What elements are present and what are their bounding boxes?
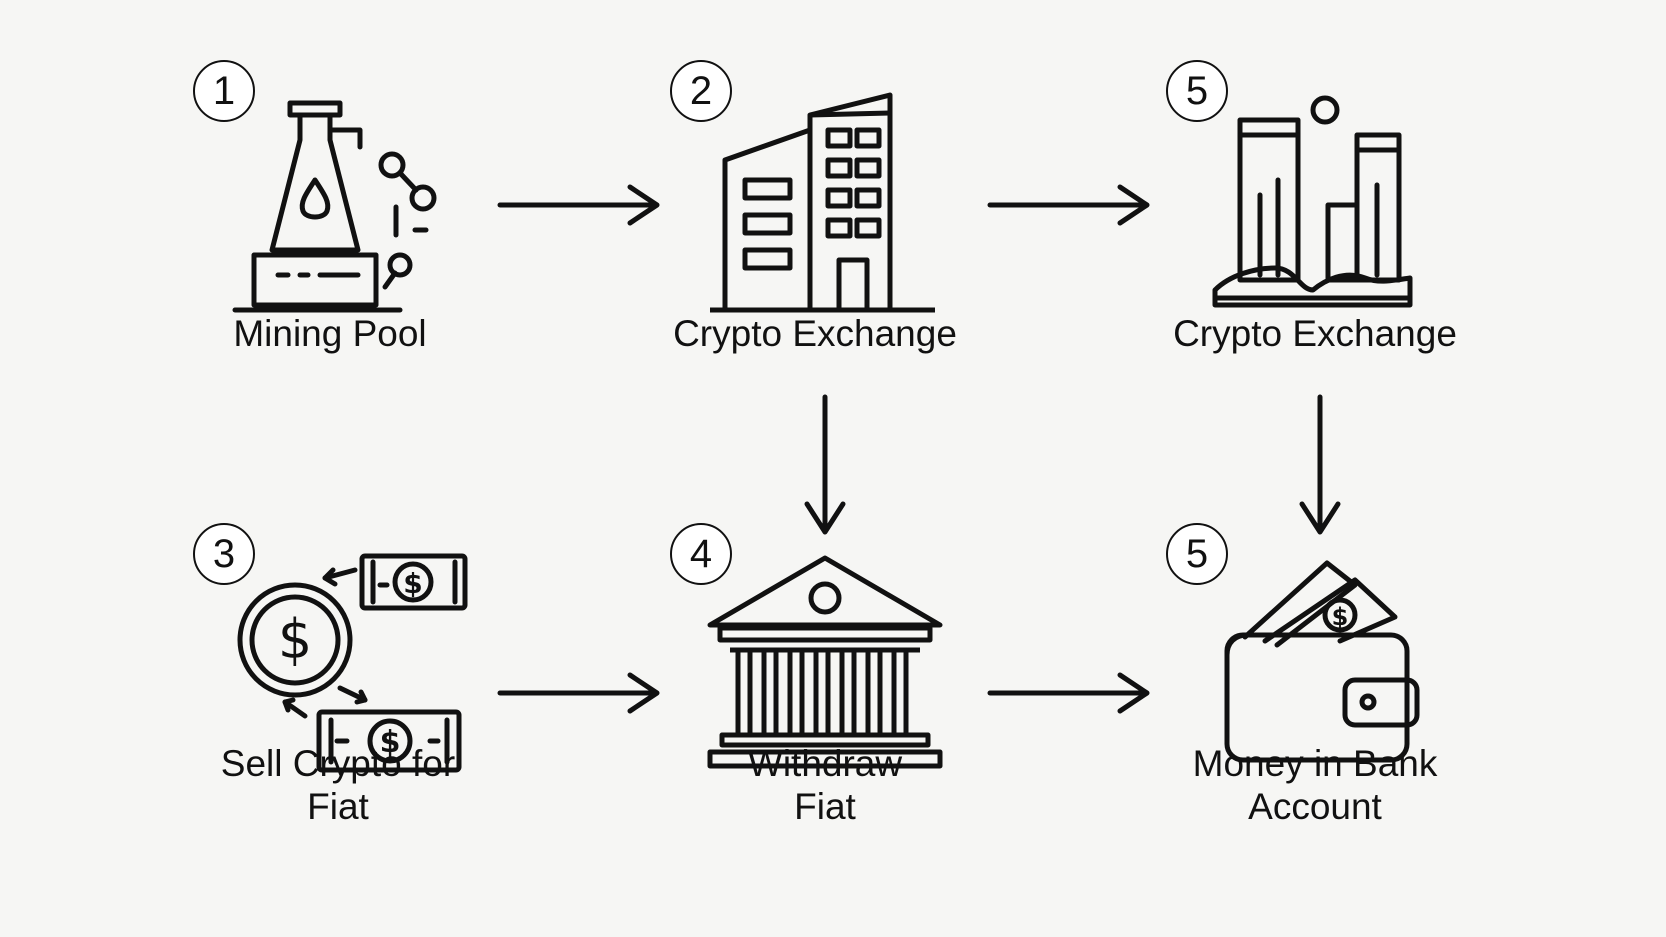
bank-building-icon [707,555,943,769]
svg-text:$: $ [1332,603,1349,631]
step-label: Sell Crypto for Fiat [220,743,456,827]
exchange-towers-icon [1212,95,1413,308]
coin-cash-exchange-icon: $ $ $ [237,553,468,773]
exchange-building-icon [710,92,935,313]
arrow-down-icon [1299,394,1341,535]
step-number-badge: 5 [1166,523,1228,585]
step-number-badge: 5 [1166,60,1228,122]
step-label: Withdraw Fiat [747,743,903,827]
arrow-right-icon [497,672,660,714]
svg-text:$: $ [380,725,401,760]
step-label: Mining Pool [233,313,427,354]
svg-text:$: $ [403,567,422,600]
wallet-cash-icon: $ [1224,560,1420,763]
arrow-down-icon [804,394,846,535]
step-number-badge: 1 [193,60,255,122]
step-label: Money in Bank Account [1192,743,1438,827]
step-number-badge: 4 [670,523,732,585]
step-number-badge: 3 [193,523,255,585]
step-label: Crypto Exchange [673,313,957,354]
step-number-badge: 2 [670,60,732,122]
arrow-right-icon [987,672,1150,714]
arrow-right-icon [497,184,660,226]
svg-text:$: $ [278,608,312,671]
mining-pool-icon [232,100,437,313]
arrow-right-icon [987,184,1150,226]
step-label: Crypto Exchange [1173,313,1457,354]
